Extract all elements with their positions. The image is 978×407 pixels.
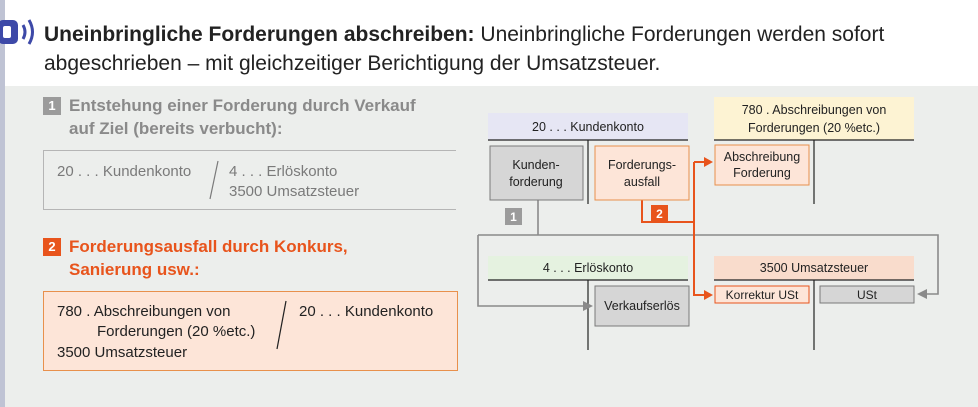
abschreibungen-label-line2: Forderungen (20 %etc.)	[748, 121, 880, 135]
erloeskonto-label: 4 . . . Erlöskonto	[543, 261, 633, 275]
arrow-to-ust	[917, 289, 927, 299]
step1-flow-lines	[477, 200, 939, 307]
step2-debit-line2: Forderungen (20 %etc.)	[97, 323, 256, 340]
ust-label: USt	[857, 288, 878, 302]
headline-text: Uneinbringliche Forderungen werden sofor…	[44, 23, 885, 75]
t-account-lines	[488, 139, 914, 350]
kundenkonto-label: 20 . . . Kundenkonto	[532, 120, 644, 134]
marker-2	[651, 205, 668, 222]
kundenforderung-line1: Kunden-	[512, 158, 559, 172]
korrektur-ust-box	[714, 285, 810, 304]
speaker-icon[interactable]	[0, 12, 40, 52]
kundenforderung-box	[489, 145, 584, 201]
step2-slash	[276, 300, 287, 350]
step1-credit-line1: 4 . . . Erlöskonto	[229, 163, 338, 180]
step1-debit: 20 . . . Kundenkonto	[57, 163, 192, 180]
step2-number: 2	[43, 238, 61, 256]
headline: Uneinbringliche Forderungen abschreiben:…	[44, 20, 964, 78]
kundenforderung-line2: forderung	[509, 175, 563, 189]
kundenkonto-header	[488, 113, 688, 140]
ust-box	[819, 285, 915, 304]
step1-title-line1: Entstehung einer Forderung durch Verkauf	[69, 96, 416, 115]
arrow-to-abschreibung	[704, 157, 713, 167]
arrow-to-korrektur	[704, 290, 713, 300]
abschreibungen-header	[714, 97, 914, 140]
left-margin-bar	[0, 0, 5, 407]
marker-2-label: 2	[656, 207, 663, 221]
abschreibungen-label-line1: 780 . Abschreibungen von	[742, 103, 887, 117]
arrow-to-verkaufserloes	[583, 301, 593, 311]
umsatzsteuer-header	[714, 256, 914, 280]
forderungsausfall-line1: Forderungs-	[608, 158, 676, 172]
step1-title: 1 Entstehung einer Forderung durch Verkau…	[43, 94, 416, 140]
step2-debit-line1: 780 . Abschreibungen von	[57, 303, 231, 320]
step2-title-line1: Forderungsausfall durch Konkurs,	[69, 237, 348, 256]
forderungsausfall-box	[594, 145, 690, 201]
erloeskonto-header	[488, 256, 688, 280]
marker-1-label: 1	[510, 210, 517, 224]
step2-debit-line3: 3500 Umsatzsteuer	[57, 344, 188, 361]
korrektur-ust-label: Korrektur USt	[726, 288, 799, 302]
step2-title: 2 Forderungsausfall durch Konkurs, Sanier…	[43, 235, 348, 281]
step1-credit-line2: 3500 Umsatzsteuer	[229, 183, 360, 200]
marker-1	[505, 208, 522, 225]
abschreibung-line1: Abschreibung	[724, 150, 800, 164]
step1-booking-entry: 20 . . . Kundenkonto 4 . . . Erlöskonto …	[43, 150, 456, 210]
headline-bold: Uneinbringliche Forderungen abschreiben:	[44, 23, 475, 46]
forderungsausfall-line2: ausfall	[624, 175, 660, 189]
verkaufserloes-box	[594, 285, 690, 327]
step2-booking-entry: 780 . Abschreibungen von Forderungen (20…	[43, 291, 458, 371]
step2-title-line2: Sanierung usw.:	[69, 260, 200, 279]
step1-slash	[209, 160, 219, 200]
umsatzsteuer-label: 3500 Umsatzsteuer	[760, 261, 868, 275]
verkaufserloes-label: Verkaufserlös	[604, 299, 680, 313]
step2-credit: 20 . . . Kundenkonto	[299, 303, 434, 320]
step2-flow-lines	[641, 161, 705, 296]
abschreibung-line2: Forderung	[733, 166, 791, 180]
step1-number: 1	[43, 97, 61, 115]
step1-title-line2: auf Ziel (bereits verbucht):	[69, 119, 283, 138]
abschreibung-box	[714, 144, 810, 186]
